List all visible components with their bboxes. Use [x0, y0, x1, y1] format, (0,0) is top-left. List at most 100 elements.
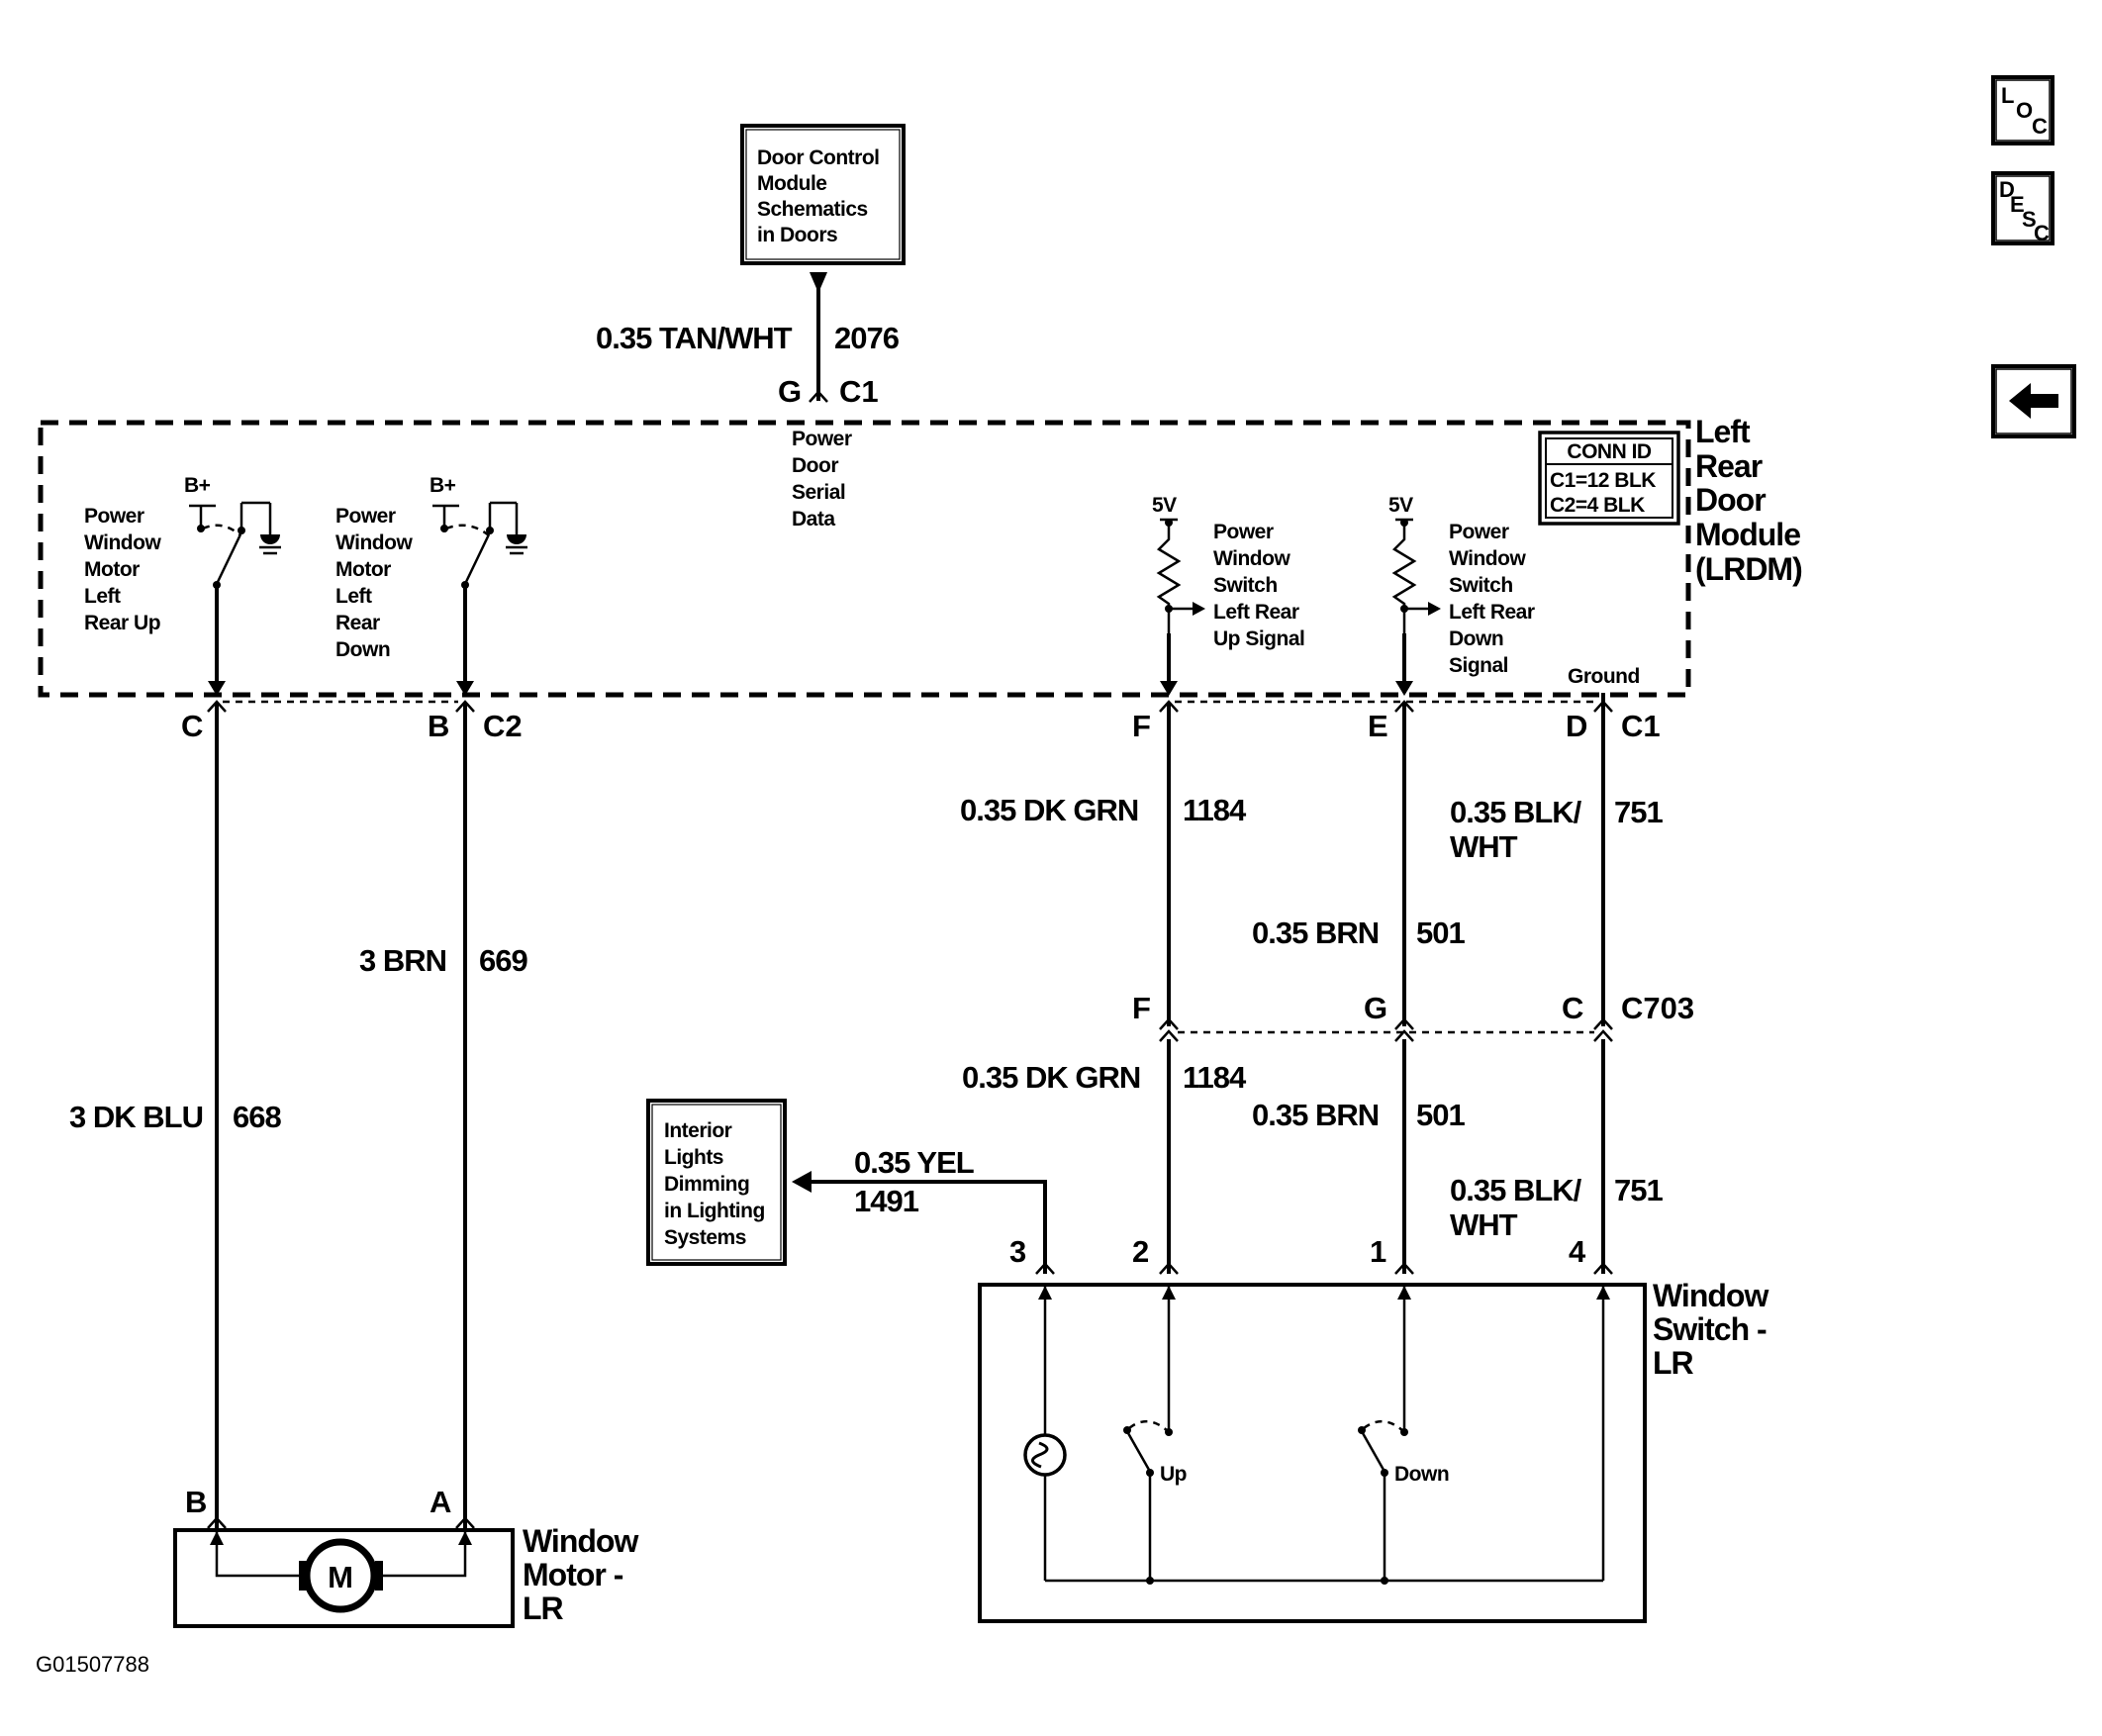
lrdm-module-outline [38, 420, 1691, 698]
wire-1491 [810, 1180, 1047, 1274]
motor-name-1: Window [523, 1523, 638, 1559]
wire-2076-circuit: 2076 [834, 321, 900, 355]
wire-1184b-color: 0.35 DK GRN [962, 1060, 1140, 1095]
wire-501a-circuit: 501 [1416, 916, 1465, 950]
wire-501b-color: 0.35 BRN [1252, 1098, 1379, 1132]
wire-2076-color: 0.35 TAN/WHT [596, 321, 793, 355]
pin-c: C [181, 709, 203, 743]
up-relay: Power Window Motor Left Rear Up B+ [84, 474, 281, 696]
switch-pin-4: 4 [1569, 1234, 1586, 1269]
up-relay-bplus: B+ [184, 474, 211, 497]
wire-501a-color: 0.35 BRN [1252, 916, 1379, 950]
back-arrow-icon[interactable] [1991, 364, 2076, 438]
down-relay-line-1: Power [335, 505, 396, 528]
wire-669-circuit: 669 [479, 943, 527, 978]
motor-outline [173, 1528, 515, 1628]
conn-id-row-2: C2=4 BLK [1550, 494, 1645, 517]
down-signal-line-5: Down [1449, 627, 1503, 650]
switch-down-label: Down [1394, 1463, 1449, 1486]
svg-text:C: C [2032, 114, 2048, 139]
wire-751a-circuit: 751 [1614, 795, 1663, 829]
up-signal-line-5: Up Signal [1213, 627, 1304, 650]
up-relay-line-2: Window [84, 531, 161, 554]
motor-name-2: Motor - [523, 1557, 623, 1592]
wire-1184b-circuit: 1184 [1183, 1060, 1247, 1095]
switch-up-label: Up [1160, 1463, 1187, 1486]
desc-icon[interactable]: D E S C [1991, 171, 2054, 245]
down-relay: Power Window Motor Left Rear Down B+ [335, 474, 527, 696]
wire-751b-color-1: 0.35 BLK/ [1450, 1173, 1582, 1207]
connector-c703: C703 [1621, 991, 1694, 1025]
pin-e: E [1368, 709, 1388, 743]
conn-id-table: CONN ID C1=12 BLK C2=4 BLK [1538, 431, 1680, 526]
svg-text:C: C [2034, 221, 2050, 245]
c703-pin-c: C [1562, 991, 1583, 1025]
window-switch-lr: 3 2 1 4 Window Switch - LR Up D [978, 1234, 1769, 1623]
motor-pin-a: A [430, 1485, 451, 1519]
down-relay-line-6: Down [335, 638, 390, 661]
wire-751b-circuit: 751 [1614, 1173, 1663, 1207]
conn-id-title: CONN ID [1567, 440, 1652, 463]
wire-1491-circuit: 1491 [854, 1184, 919, 1218]
down-relay-bplus: B+ [430, 474, 456, 497]
up-relay-line-4: Left [84, 585, 121, 608]
down-signal-line-4: Left Rear [1449, 601, 1535, 624]
window-motor-lr: B A M Window Motor - LR [173, 1485, 639, 1628]
conn-id-row-1: C1=12 BLK [1550, 469, 1656, 492]
dcm-line-2: Module [757, 172, 827, 195]
lights-line-3: Dimming [664, 1173, 749, 1196]
motor-m-label: M [328, 1560, 353, 1594]
up-signal-5v: 5V [1152, 494, 1177, 517]
module-name-5: (LRDM) [1695, 551, 1802, 587]
down-signal-circuit: 5V Power Window Switch Left Rear Down Si… [1388, 494, 1535, 696]
switch-name-2: Switch - [1653, 1311, 1767, 1347]
door-control-module-box[interactable]: Door Control Module Schematics in Doors [740, 124, 906, 265]
wire-751a-color-1: 0.35 BLK/ [1450, 795, 1582, 829]
switch-outline [978, 1283, 1647, 1623]
loc-icon[interactable]: L O C [1991, 75, 2054, 145]
figure-id: G01507788 [36, 1652, 149, 1677]
wire-668-circuit: 668 [233, 1100, 281, 1134]
motor-symbol [303, 1538, 378, 1613]
up-relay-line-1: Power [84, 505, 144, 528]
dcm-line-1: Door Control [757, 146, 879, 169]
down-signal-line-2: Window [1449, 547, 1526, 570]
interior-lights-box[interactable]: Interior Lights Dimming in Lighting Syst… [646, 1099, 787, 1266]
wire-1184a-circuit: 1184 [1183, 793, 1247, 827]
switch-pin-3: 3 [1009, 1234, 1026, 1269]
pin-g: G [778, 374, 802, 409]
lights-line-2: Lights [664, 1146, 723, 1169]
svg-text:L: L [2001, 83, 2014, 108]
up-relay-line-3: Motor [84, 558, 140, 581]
up-signal-circuit: 5V Power Window Switch Left Rear Up Sign… [1152, 494, 1305, 696]
switch-name-1: Window [1653, 1278, 1768, 1313]
svg-text:D: D [1999, 177, 2015, 202]
wire-669-color: 3 BRN [359, 943, 446, 978]
wire-668-color: 3 DK BLU [69, 1100, 203, 1134]
up-relay-line-5: Rear Up [84, 612, 160, 634]
c703-pin-g: G [1364, 991, 1387, 1025]
serial-line-2: Door [792, 454, 838, 477]
up-signal-line-2: Window [1213, 547, 1290, 570]
svg-text:O: O [2016, 98, 2033, 123]
module-name-3: Door [1695, 482, 1766, 518]
pin-b: B [428, 709, 449, 743]
serial-line-3: Serial [792, 481, 845, 504]
module-name-4: Module [1695, 517, 1800, 552]
down-relay-line-4: Left [335, 585, 372, 608]
connector-c2: C2 [483, 709, 523, 743]
svg-text:E: E [2010, 192, 2025, 217]
switch-name-3: LR [1653, 1345, 1694, 1381]
pin-f: F [1132, 709, 1151, 743]
dcm-line-4: in Doors [757, 224, 837, 246]
connector-c1-top: C1 [839, 374, 879, 409]
lights-line-1: Interior [664, 1119, 732, 1142]
pin-d: D [1566, 709, 1587, 743]
serial-line-4: Data [792, 508, 835, 530]
switch-pin-2: 2 [1132, 1234, 1149, 1269]
wire-501b-circuit: 501 [1416, 1098, 1465, 1132]
wire-751b-color-2: WHT [1450, 1207, 1518, 1242]
up-signal-line-1: Power [1213, 521, 1274, 543]
lights-line-5: Systems [664, 1226, 746, 1249]
